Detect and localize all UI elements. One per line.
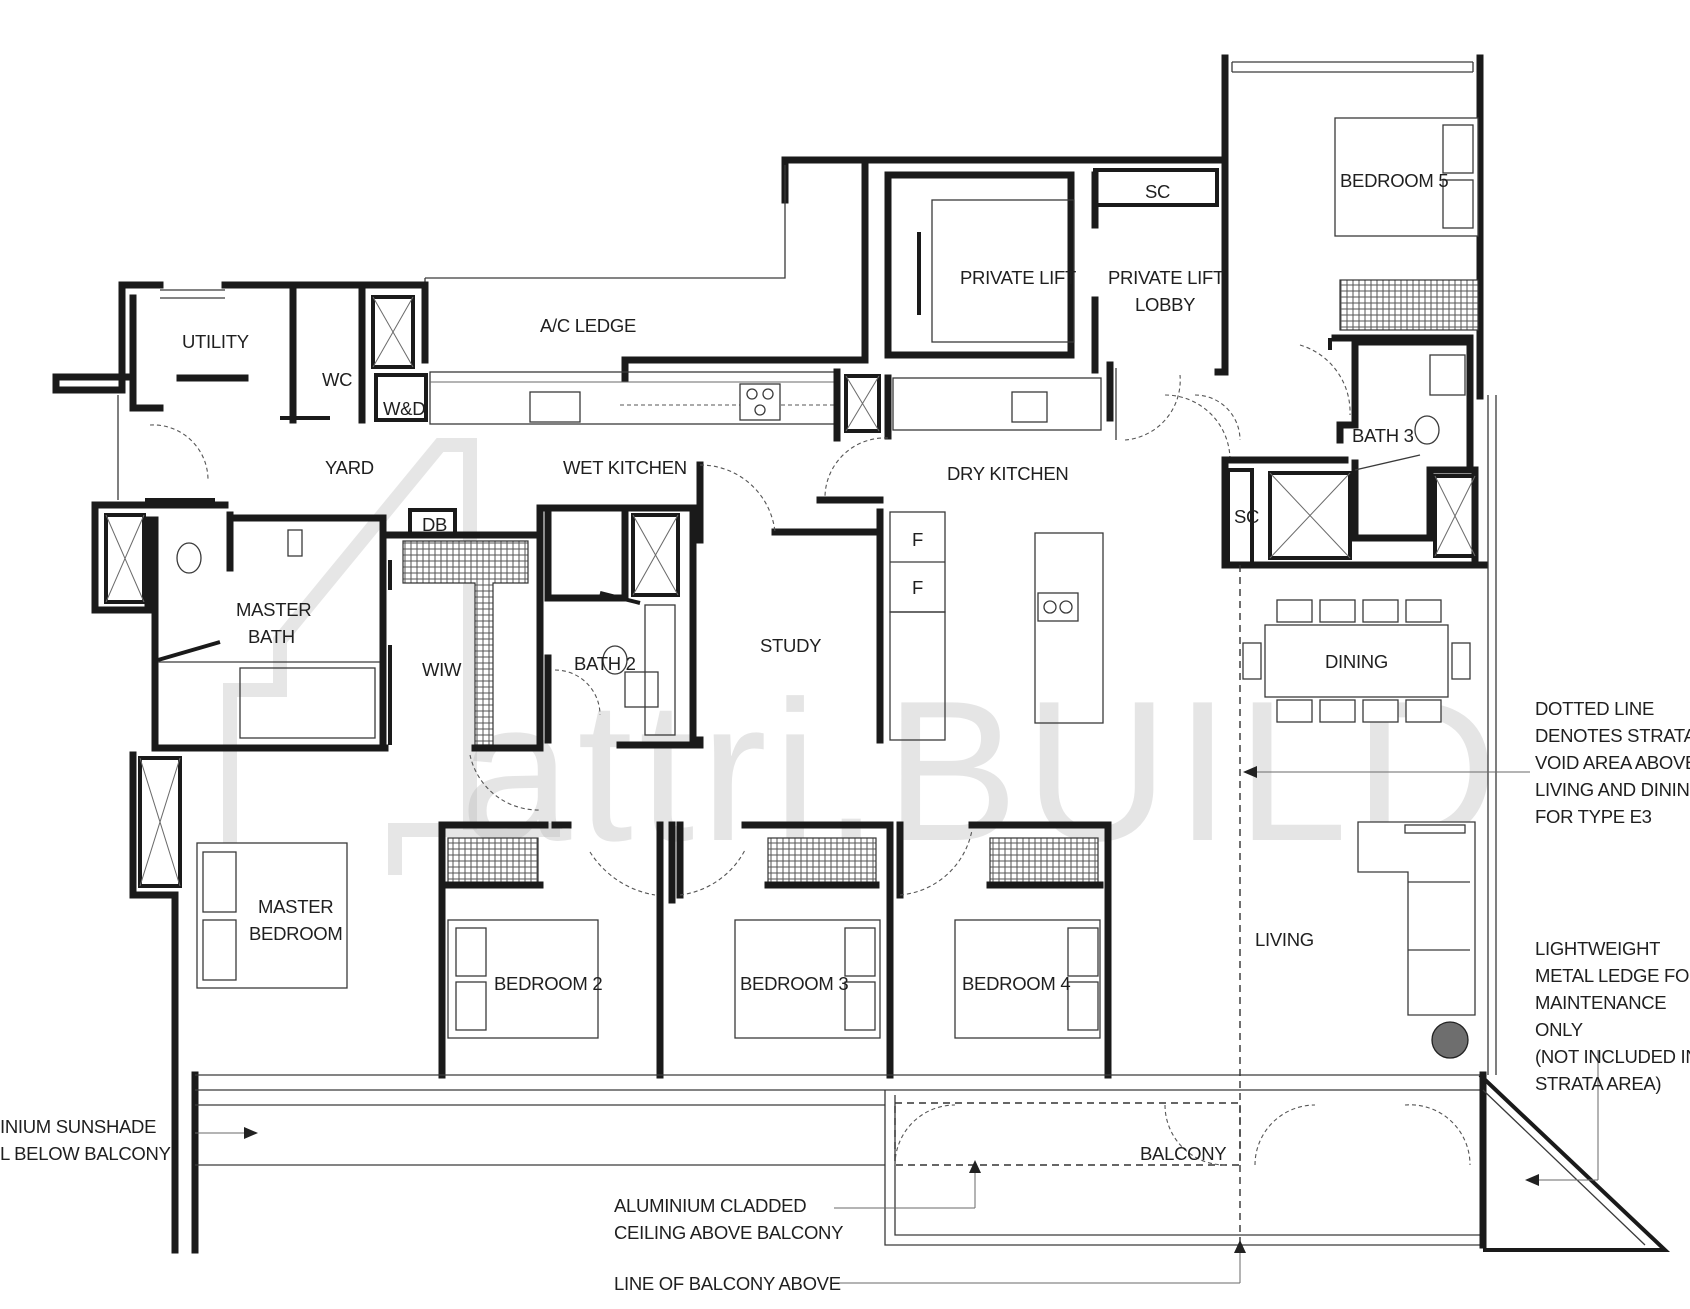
annotation-strata-void: DOTTED LINE DENOTES STRATA VOID AREA ABO… xyxy=(1535,698,1690,827)
note-line: ALUMINIUM CLADDED xyxy=(614,1195,806,1216)
label-fridge-2: F xyxy=(912,577,923,598)
note-line: FOR TYPE E3 xyxy=(1535,806,1652,827)
note-line: CEILING ABOVE BALCONY xyxy=(614,1222,843,1243)
note-line: LIGHTWEIGHT xyxy=(1535,938,1660,959)
label-utility: UTILITY xyxy=(182,331,249,352)
label-dry-kitchen: DRY KITCHEN xyxy=(947,463,1068,484)
label-ac-ledge: A/C LEDGE xyxy=(540,315,636,336)
label-balcony: BALCONY xyxy=(1140,1143,1226,1164)
room-labels: UTILITY WC W&D A/C LEDGE PRIVATE LIFT SC… xyxy=(182,170,1449,1164)
bedroom5-area xyxy=(1164,117,1479,461)
watermark-logo xyxy=(223,438,560,875)
label-master-bath-1: MASTER xyxy=(236,599,311,620)
label-private-lift-lobby-2: LOBBY xyxy=(1135,294,1195,315)
wardrobe-icon xyxy=(1339,279,1479,331)
note-line: L BELOW BALCONY xyxy=(0,1143,171,1164)
sink-icon xyxy=(529,391,581,423)
kitchen-counters xyxy=(429,361,1117,442)
note-line: DENOTES STRATA xyxy=(1535,725,1690,746)
note-line: STRATA AREA) xyxy=(1535,1073,1661,1094)
annotation-sunshade: INIUM SUNSHADE L BELOW BALCONY xyxy=(0,1116,171,1164)
label-wiw: WIW xyxy=(422,659,462,680)
master-bedroom-area xyxy=(129,751,348,1254)
kitchen-island xyxy=(1034,532,1104,724)
label-bedroom3: BEDROOM 3 xyxy=(740,973,848,994)
annotation-cladded-ceiling: ALUMINIUM CLADDED CEILING ABOVE BALCONY xyxy=(614,1195,843,1243)
living-sofa xyxy=(1357,395,1497,1075)
note-line: METAL LEDGE FOR xyxy=(1535,965,1690,986)
note-line: (NOT INCLUDED IN xyxy=(1535,1046,1690,1067)
hob-icon xyxy=(739,383,781,421)
label-db: DB xyxy=(422,514,447,535)
plant-icon xyxy=(1431,1021,1469,1059)
label-yard: YARD xyxy=(325,457,374,478)
dining-table xyxy=(1242,599,1471,723)
label-wc: WC xyxy=(322,369,352,390)
label-sc-right: SC xyxy=(1234,506,1259,527)
label-fridge-1: F xyxy=(912,529,923,550)
balcony-area xyxy=(195,565,1671,1252)
bedrooms-row xyxy=(438,754,1112,1079)
label-bath3: BATH 3 xyxy=(1352,425,1414,446)
label-bedroom5: BEDROOM 5 xyxy=(1340,170,1448,191)
leader-lines xyxy=(195,766,1599,1284)
note-line: MAINTENANCE xyxy=(1535,992,1666,1013)
study-kitchen-area xyxy=(696,437,1104,744)
note-line: VOID AREA ABOVE xyxy=(1535,752,1690,773)
walls xyxy=(52,54,1484,500)
label-bath2: BATH 2 xyxy=(574,653,636,674)
note-line: ONLY xyxy=(1535,1019,1583,1040)
label-master-bedroom-2: BEDROOM xyxy=(249,923,343,944)
label-wet-kitchen: WET KITCHEN xyxy=(563,457,687,478)
label-master-bedroom-1: MASTER xyxy=(258,896,333,917)
bath-wiw-area xyxy=(91,501,704,752)
annotation-balcony-line: LINE OF BALCONY ABOVE xyxy=(614,1273,841,1294)
label-dining: DINING xyxy=(1325,651,1388,672)
annotation-metal-ledge: LIGHTWEIGHT METAL LEDGE FOR MAINTENANCE … xyxy=(1535,938,1690,1094)
note-line: DOTTED LINE xyxy=(1535,698,1654,719)
note-line: LIVING AND DINING xyxy=(1535,779,1690,800)
sink-icon-2 xyxy=(1011,391,1048,423)
label-private-lift: PRIVATE LIFT xyxy=(960,267,1076,288)
bath3-area xyxy=(1221,338,1489,569)
label-study: STUDY xyxy=(760,635,821,656)
label-sc-top: SC xyxy=(1145,181,1170,202)
label-master-bath-2: BATH xyxy=(248,626,295,647)
label-bedroom4: BEDROOM 4 xyxy=(962,973,1070,994)
label-private-lift-lobby-1: PRIVATE LIFT xyxy=(1108,267,1224,288)
label-living: LIVING xyxy=(1255,929,1314,950)
label-bedroom2: BEDROOM 2 xyxy=(494,973,602,994)
label-wd: W&D xyxy=(383,398,425,419)
note-line: INIUM SUNSHADE xyxy=(0,1116,156,1137)
door-swings xyxy=(145,374,1241,716)
